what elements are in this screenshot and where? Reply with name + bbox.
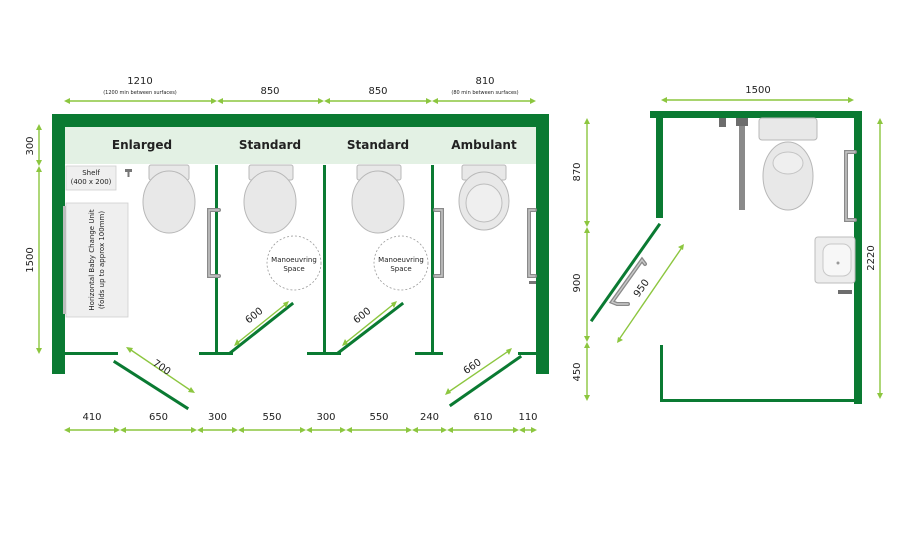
dim-850-a: 850 (260, 86, 279, 97)
shelf-label: Shelf (82, 169, 100, 177)
top-dimension-850-a: 850 (217, 86, 324, 104)
dim-right-2220: 2220 (866, 245, 877, 270)
accessible-toilet (758, 117, 818, 211)
partition-3-foot (415, 352, 443, 355)
bottom-dim-label: 550 (369, 412, 388, 423)
ambulant-door (448, 354, 523, 408)
accessible-door (589, 222, 662, 323)
partition-2-foot (307, 352, 341, 355)
toilet-standard-2 (351, 164, 405, 234)
left-right-wall (536, 114, 549, 374)
manoeuvring-sublabel-2: Space (390, 265, 411, 273)
baby-change-unit (65, 202, 129, 318)
dim-right-1500: 1500 (745, 85, 770, 96)
shelf (65, 165, 117, 191)
basin (814, 236, 856, 284)
right-door-dimension-950: 950 (617, 244, 684, 343)
left-front-wall-segment (64, 352, 118, 355)
right-right-wall (854, 111, 862, 404)
toilet-standard-1 (243, 164, 297, 234)
right-right-dimension-2220: 2220 (866, 118, 883, 399)
baby-change-label: Horizontal Baby Change Unit (88, 209, 96, 310)
dim-660: 660 (462, 357, 484, 377)
dim-1500-side: 1500 (25, 247, 36, 272)
dim-810: 810 (475, 76, 494, 87)
top-dimension-810: 810 (80 min between surfaces) (432, 76, 536, 104)
partition-2 (323, 165, 326, 355)
manoeuvring-circle-2 (373, 235, 429, 291)
manoeuvring-sublabel-1: Space (283, 265, 304, 273)
partition-3 (431, 165, 434, 355)
shelf-size-label: (400 x 200) (71, 178, 112, 186)
flush-pipe (719, 118, 748, 210)
left-dimension-300: 300 (25, 124, 42, 166)
grab-rail-door (608, 256, 647, 306)
bottom-dim-label: 550 (262, 412, 281, 423)
door-dimension-700: 700 (126, 347, 195, 393)
dim-850-b: 850 (368, 86, 387, 97)
cubicle-heading-standard-1: Standard (239, 138, 301, 152)
top-dimension-850-b: 850 (324, 86, 432, 104)
standard-door-2 (335, 301, 405, 356)
dim-right-450: 450 (572, 362, 583, 381)
door-dimension-660: 660 (445, 348, 512, 395)
dim-810-note: (80 min between surfaces) (451, 90, 518, 96)
grab-rail-accessible-wall (844, 150, 857, 222)
right-top-dimension: 1500 (661, 85, 854, 103)
baby-change-note: (folds up to approx 100mm) (98, 211, 106, 309)
bottom-dim-label: 610 (473, 412, 492, 423)
bottom-dim-label: 410 (82, 412, 101, 423)
manoeuvring-label-2: Manoeuvring (378, 256, 424, 264)
manoeuvring-label-1: Manoeuvring (271, 256, 317, 264)
bottom-dim-label: 240 (420, 412, 439, 423)
right-left-dimension-900: 900 (572, 227, 590, 342)
standard-door-1 (227, 301, 295, 356)
grab-rail-standard-1 (207, 208, 221, 278)
toilet-enlarged (142, 164, 196, 234)
left-dimension-1500: 1500 (25, 166, 42, 354)
dim-right-870: 870 (572, 162, 583, 181)
door-dimension-600-a: 600 (234, 301, 289, 346)
shelf-bracket-icon (125, 169, 132, 172)
toilet-ambulant (458, 164, 510, 231)
partition-1-foot (199, 352, 233, 355)
grab-rail-ambulant-right (527, 208, 537, 278)
door-dimension-600-b: 600 (342, 301, 397, 346)
grab-rail-ambulant-left (433, 208, 444, 278)
bottom-dim-label: 650 (149, 412, 168, 423)
dim-right-900: 900 (572, 273, 583, 292)
dim-1210-note: (1200 min between surfaces) (103, 90, 177, 96)
cubicle-label-band (64, 126, 536, 164)
dim-300-side: 300 (25, 136, 36, 155)
bottom-dimension-chain: 410 650 300 550 300 550 240 610 110 (64, 412, 538, 433)
bottom-dim-label: 110 (518, 412, 537, 423)
top-dimension-1210: 1210 (1200 min between surfaces) (64, 76, 217, 104)
bottom-dim-label: 300 (208, 412, 227, 423)
toilet-roll-holder (529, 281, 536, 284)
right-left-dimension-450: 450 (572, 342, 590, 401)
cubicle-heading-enlarged: Enlarged (112, 138, 172, 152)
bottom-dim-arrowhead (64, 427, 120, 433)
bottom-dim-arrowhead (519, 427, 537, 433)
partition-1 (215, 165, 218, 355)
dim-1210: 1210 (127, 76, 152, 87)
right-bottom-wall (660, 399, 862, 402)
right-left-dimension-870: 870 (572, 118, 590, 227)
enlarged-door (112, 359, 190, 411)
cubicle-heading-ambulant: Ambulant (451, 138, 517, 152)
right-left-wall-upper (656, 111, 663, 218)
left-front-wall-segment-right (518, 352, 538, 355)
left-left-wall (52, 114, 65, 374)
right-top-wall (650, 111, 862, 118)
left-top-wall (52, 114, 549, 127)
cubicle-heading-standard-2: Standard (347, 138, 409, 152)
right-left-wall-lower (660, 345, 663, 401)
bottom-dim-label: 300 (316, 412, 335, 423)
manoeuvring-circle-1 (266, 235, 322, 291)
right-wall-fitting (838, 290, 852, 294)
dim-700: 700 (150, 358, 172, 378)
